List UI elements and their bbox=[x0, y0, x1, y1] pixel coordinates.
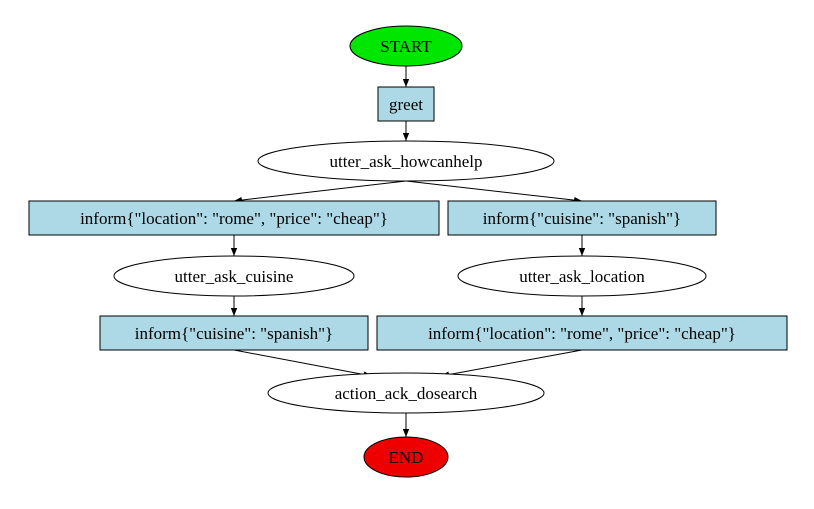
node-greet: greet bbox=[377, 86, 435, 122]
node-shape-start bbox=[349, 25, 463, 67]
node-utter-ask-cuisine: utter_ask_cuisine bbox=[113, 255, 355, 297]
node-shape-utter-ask-location bbox=[457, 255, 707, 297]
node-action-ack-dosearch: action_ack_dosearch bbox=[267, 372, 545, 414]
node-shape-inform-location-price-left bbox=[28, 200, 440, 236]
node-inform-cuisine-left: inform{"cuisine": "spanish"} bbox=[99, 315, 369, 351]
node-label-utter-ask-location: utter_ask_location bbox=[519, 267, 645, 286]
node-shape-end bbox=[363, 436, 449, 478]
node-shape-inform-cuisine-left bbox=[99, 315, 369, 351]
node-utter-ask-location: utter_ask_location bbox=[457, 255, 707, 297]
node-label-utter-ask-howcanhelp: utter_ask_howcanhelp bbox=[330, 152, 483, 171]
edge-utter-ask-howcanhelp-to-inform-location-price-left bbox=[233, 180, 407, 204]
node-inform-location-price-left: inform{"location": "rome", "price": "che… bbox=[28, 200, 440, 236]
node-shape-inform-location-price-right bbox=[376, 315, 788, 351]
node-label-utter-ask-cuisine: utter_ask_cuisine bbox=[175, 267, 294, 286]
edges-layer bbox=[230, 66, 586, 437]
node-inform-cuisine-right: inform{"cuisine": "spanish"} bbox=[447, 200, 717, 236]
node-start: START bbox=[349, 25, 463, 67]
node-label-start: START bbox=[380, 37, 432, 56]
node-shape-utter-ask-cuisine bbox=[113, 255, 355, 297]
node-label-end: END bbox=[389, 448, 424, 467]
node-label-inform-cuisine-right: inform{"cuisine": "spanish"} bbox=[483, 209, 681, 228]
node-shape-utter-ask-howcanhelp bbox=[257, 140, 555, 182]
node-end: END bbox=[363, 436, 449, 478]
node-label-action-ack-dosearch: action_ack_dosearch bbox=[335, 384, 478, 403]
node-shape-greet bbox=[377, 86, 435, 122]
edge-inform-cuisine-left-to-action-ack-dosearch bbox=[233, 349, 372, 378]
nodes-layer: START greet utter_ask_howcanhelp inform{"lo… bbox=[28, 25, 788, 478]
node-inform-location-price-right: inform{"location": "rome", "price": "che… bbox=[376, 315, 788, 351]
node-label-inform-location-price-right: inform{"location": "rome", "price": "che… bbox=[428, 324, 736, 343]
node-label-inform-cuisine-left: inform{"cuisine": "spanish"} bbox=[135, 324, 333, 343]
edge-inform-location-price-right-to-action-ack-dosearch bbox=[441, 349, 583, 378]
node-label-inform-location-price-left: inform{"location": "rome", "price": "che… bbox=[80, 209, 388, 228]
node-utter-ask-howcanhelp: utter_ask_howcanhelp bbox=[257, 140, 555, 182]
edge-utter-ask-howcanhelp-to-inform-cuisine-right bbox=[405, 180, 583, 204]
node-shape-inform-cuisine-right bbox=[447, 200, 717, 236]
node-shape-action-ack-dosearch bbox=[267, 372, 545, 414]
node-label-greet: greet bbox=[389, 95, 423, 114]
